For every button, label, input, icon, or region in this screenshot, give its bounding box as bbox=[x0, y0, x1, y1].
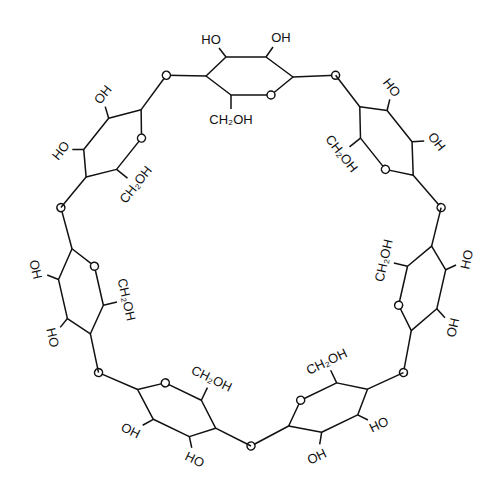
hydroxyl-label: HO bbox=[458, 248, 475, 270]
glucose-ring bbox=[166, 47, 339, 109]
hydroxyl-label: OH bbox=[426, 129, 448, 152]
hydroxyl-label: OH bbox=[91, 82, 113, 105]
hydroxyl-label: HO bbox=[49, 138, 71, 161]
hydroxymethyl-label: CH₂OH bbox=[117, 163, 154, 205]
glucose-ring bbox=[83, 340, 266, 471]
hydroxymethyl-label: CH₂OH bbox=[323, 132, 360, 174]
hydroxyl-label: HO bbox=[367, 415, 390, 435]
glucose-ring bbox=[309, 58, 465, 232]
hydroxyl-label: OH bbox=[27, 258, 44, 280]
hydroxyl-label: HO bbox=[183, 449, 206, 469]
glucose-ring bbox=[370, 200, 469, 383]
hydroxymethyl-label: CH₂OH bbox=[209, 113, 252, 126]
hydroxymethyl-label: CH₂OH bbox=[373, 238, 395, 283]
hydroxyl-label: HO bbox=[45, 326, 62, 348]
hydroxyl-label: OH bbox=[271, 31, 291, 44]
glucose-ring bbox=[39, 55, 195, 229]
hydroxyl-label: HO bbox=[201, 33, 221, 46]
hydroxyl-label: OH bbox=[444, 317, 461, 339]
hydroxymethyl-label: CH₂OH bbox=[304, 346, 349, 377]
hydroxyl-label: OH bbox=[305, 447, 328, 467]
hydroxyl-label: OH bbox=[120, 421, 143, 441]
hydroxyl-label: HO bbox=[381, 76, 403, 99]
hydroxymethyl-label: CH₂OH bbox=[189, 363, 234, 394]
hydroxymethyl-label: CH₂OH bbox=[116, 277, 138, 322]
glucose-ring bbox=[233, 342, 416, 473]
